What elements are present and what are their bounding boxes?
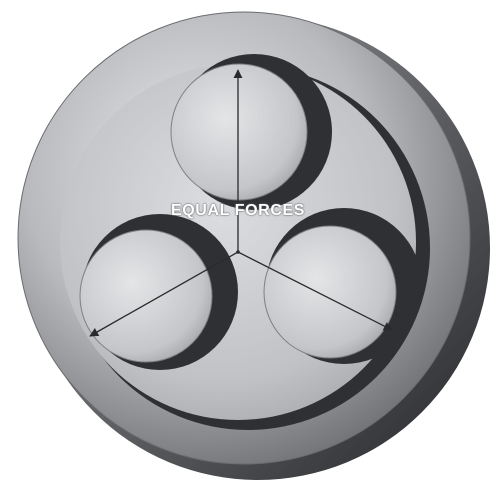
right-circle-face — [264, 226, 396, 358]
top-circle-face — [171, 64, 307, 200]
left-circle-face — [80, 230, 212, 362]
force-origin-point — [236, 250, 240, 254]
equal-forces-label: EQUAL FORCES — [148, 202, 328, 220]
